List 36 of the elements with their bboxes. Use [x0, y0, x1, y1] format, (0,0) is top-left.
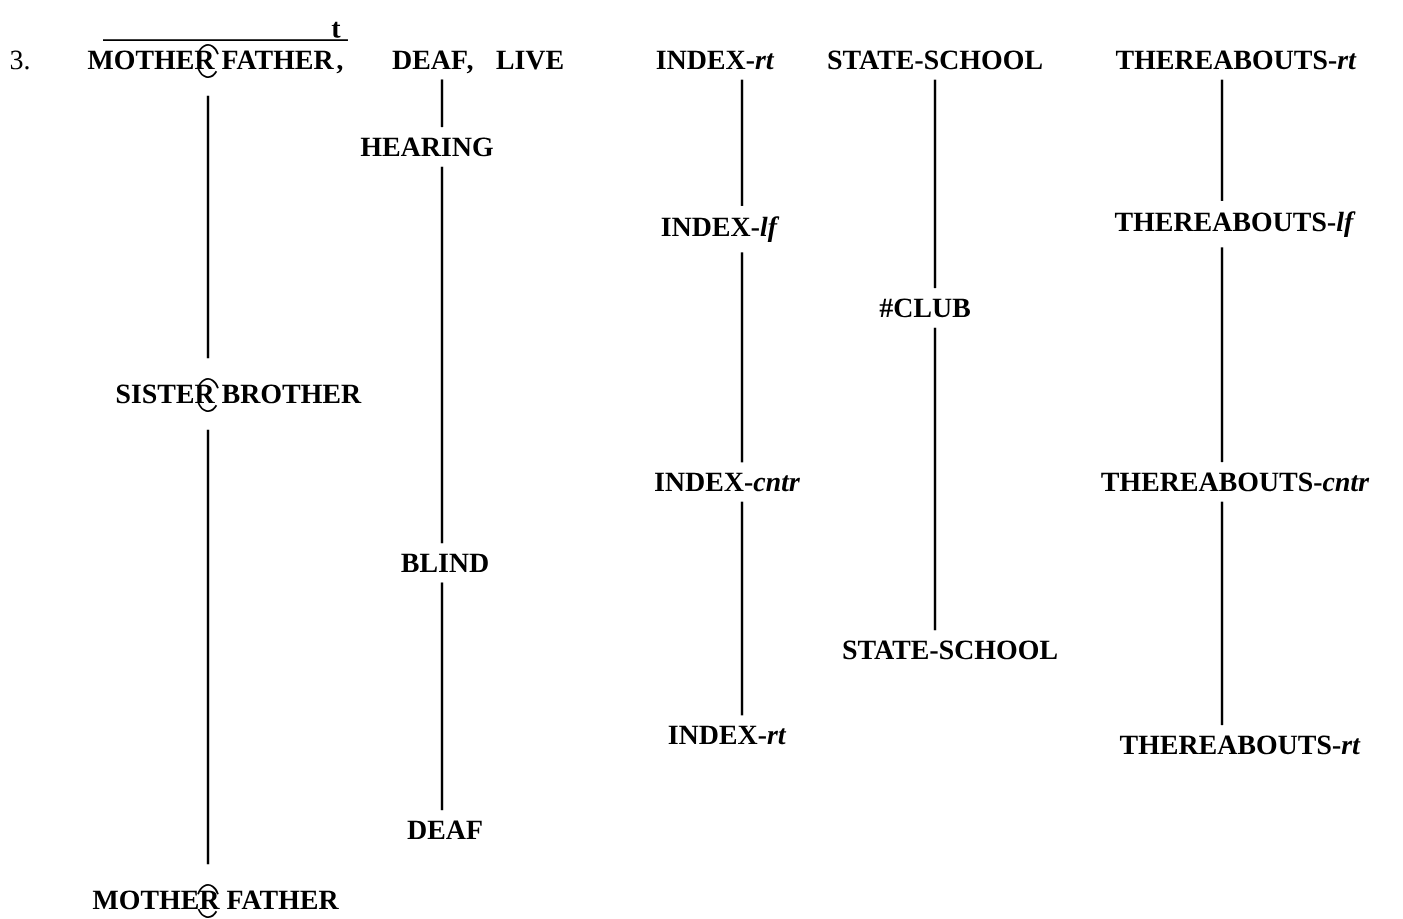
gloss-word: THEREABOUTS-rt: [1115, 50, 1357, 70]
compound-gloss: MOTHER FATHER: [92, 890, 339, 910]
gloss-word: STATE-SCHOOL: [828, 50, 1042, 70]
compound-gloss: MOTHER FATHER: [87, 50, 334, 70]
connector-line: [440, 79, 444, 128]
connector-line: [440, 582, 444, 811]
gloss-word: THEREABOUTS-rt: [1119, 735, 1361, 755]
connector-line: [933, 79, 937, 289]
comma: ,: [336, 64, 343, 74]
connector-line: [740, 79, 744, 206]
connector-line: [206, 95, 210, 359]
gloss-word: INDEX-cntr: [655, 472, 800, 492]
topic-marker: t: [331, 21, 341, 38]
gloss-word: THEREABOUTS-lf: [1114, 211, 1356, 237]
connector-line: [1220, 79, 1224, 201]
connector-line: [440, 166, 444, 544]
gloss-word: INDEX-rt: [668, 725, 787, 745]
compound-gloss: SISTER BROTHER: [116, 384, 362, 404]
gloss-word: STATE-SCHOOL: [843, 640, 1057, 660]
gloss-word: HEARING: [360, 137, 493, 157]
gloss-word: LIVE: [496, 50, 563, 70]
gloss-word: #CLUB: [879, 298, 970, 318]
gloss-word: BLIND: [401, 553, 488, 573]
connector-line: [1220, 247, 1224, 463]
connector-line: [740, 252, 744, 463]
gloss-word: INDEX-lf: [661, 216, 780, 242]
example-number: 3.: [10, 50, 29, 70]
gloss-word: INDEX-rt: [656, 50, 775, 70]
gloss-word: DEAF: [407, 820, 482, 840]
gloss-word: THEREABOUTS-cntr: [1101, 472, 1370, 492]
connector-line: [740, 501, 744, 716]
comma: ,: [466, 64, 473, 74]
gloss-word: DEAF: [392, 50, 467, 70]
connector-line: [933, 327, 937, 631]
connector-line: [206, 429, 210, 865]
connector-line: [1220, 501, 1224, 726]
